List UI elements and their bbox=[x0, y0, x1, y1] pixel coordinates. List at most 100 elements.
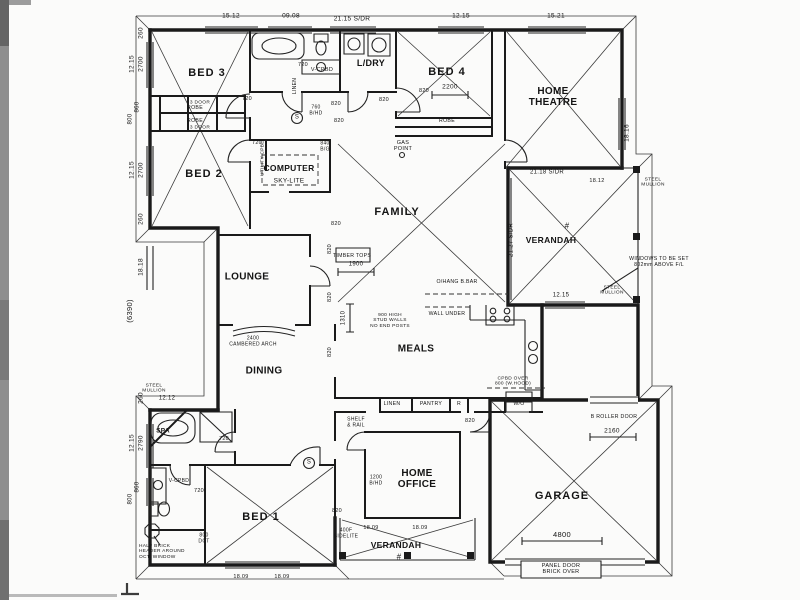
note-shelf-rail: SHELF & RAIL bbox=[347, 416, 365, 428]
dim-left-5: 800 bbox=[127, 113, 134, 125]
dim-720-utility: 720 bbox=[251, 139, 263, 146]
note-linen-mid: LINEN bbox=[383, 401, 401, 408]
room-meals-label: MEALS bbox=[397, 343, 435, 355]
room-home-theatre-label: HOME THEATRE bbox=[528, 85, 578, 108]
dim-bed4-2200: 2200 bbox=[442, 83, 458, 91]
note-bg: 840 B/G bbox=[320, 140, 330, 152]
dim-820-bed4: 820 bbox=[378, 96, 390, 103]
dim-820-hall-top: 820 bbox=[330, 100, 342, 107]
note-stud-walls: 900 HIGH STUD WALLS NO END POSTS bbox=[370, 312, 410, 329]
note-vcpbd-top: V-CPBD bbox=[310, 66, 334, 73]
note-mullion-left: STEEL MULLION bbox=[142, 383, 166, 394]
note-mullion-right-mid: STEEL MULLION bbox=[600, 285, 624, 296]
note-sidelite: 400F SIDELITE bbox=[333, 527, 359, 539]
dim-bottom-3: 18.09 bbox=[233, 573, 249, 580]
note-cpbd-over: CPBD OVER 800 (W.HOOD) bbox=[494, 376, 532, 387]
room-verandah-bottom-label: VERANDAH bbox=[370, 540, 422, 551]
sym-smoke-bottom: S bbox=[306, 459, 312, 466]
sym-hash-right: # bbox=[564, 221, 570, 231]
dim-right-2: 21.18 S/DR bbox=[529, 169, 565, 176]
dim-left-10: (6390) bbox=[124, 299, 134, 323]
note-robe-2: ROBE bbox=[187, 118, 203, 125]
dashed-overhead-lines bbox=[261, 154, 545, 389]
note-robe-bed4: ROBE bbox=[439, 118, 455, 125]
room-bed1-label: BED 1 bbox=[242, 510, 280, 523]
room-home-office-label: HOME OFFICE bbox=[397, 467, 437, 490]
dim-right-5: 12.15 bbox=[552, 292, 570, 299]
dim-820-bed4b: 820 bbox=[418, 87, 430, 94]
room-bed2-label: BED 2 bbox=[185, 167, 223, 180]
windows-and-glazing bbox=[146, 26, 645, 569]
dim-820-lounge-bot: 820 bbox=[326, 291, 333, 303]
note-gas-point: GAS POINT bbox=[393, 139, 413, 152]
door-swing-arcs bbox=[169, 87, 528, 486]
dim-right-4: 21.27 S/DR bbox=[508, 222, 515, 258]
dim-bottom-2: 18.09 bbox=[412, 524, 428, 531]
dim-top-1: 15.12 bbox=[222, 12, 240, 20]
dim-bottom-4: 18.09 bbox=[274, 573, 290, 580]
dim-820-office2: 820 bbox=[331, 507, 343, 514]
dim-820-dining: 820 bbox=[326, 346, 333, 358]
note-bhd-top: 760 B/HD bbox=[309, 104, 323, 116]
dim-spa-window: 12.12 bbox=[158, 395, 176, 402]
dim-left-1: 260 bbox=[137, 27, 145, 39]
dim-820-computer: 820 bbox=[333, 117, 345, 124]
interior-walls bbox=[148, 29, 543, 566]
scan-artifacts bbox=[0, 0, 139, 600]
room-garage-label: GARAGE bbox=[534, 489, 590, 502]
note-sky-lite-label: SKY-LITE bbox=[273, 177, 305, 185]
note-pantry: PANTRY bbox=[419, 401, 443, 408]
room-bed4-label: BED 4 bbox=[428, 65, 466, 78]
sym-hash-bottom: # bbox=[396, 552, 402, 562]
dim-garage-width: 4800 bbox=[553, 529, 571, 539]
dim-left-2: 2700 bbox=[137, 56, 145, 72]
dim-bottom-1: 18.09 bbox=[363, 524, 379, 531]
dim-820-office: 820 bbox=[464, 417, 476, 424]
note-robe-1: ROBE bbox=[187, 105, 203, 112]
room-dining-label: DINING bbox=[245, 365, 283, 377]
room-ldry-label: L/DRY bbox=[356, 57, 386, 68]
note-duct: 800 DCT bbox=[198, 532, 210, 544]
dim-820-family: 820 bbox=[330, 220, 342, 227]
exterior-walls bbox=[148, 28, 660, 567]
dim-right-3: 18.12 bbox=[589, 177, 605, 184]
note-fridge-r: R bbox=[456, 401, 462, 408]
note-vcpbd-ens: V-CPBD bbox=[168, 478, 190, 485]
dim-720-spa: 720 bbox=[218, 435, 230, 442]
note-utility-cpbd: UTILITY CPBD bbox=[260, 139, 266, 177]
note-ohang: O/HANG B.BAR bbox=[436, 279, 478, 286]
dim-820-lounge-top: 820 bbox=[326, 243, 333, 255]
note-half-brick: HALF BRICK HEADER AROUND OCT. WINDOW bbox=[139, 543, 185, 560]
dim-left-6: 2700 bbox=[137, 162, 145, 178]
dim-720-bed3: 720 bbox=[241, 95, 253, 102]
note-mullion-right-top: STEEL MULLION bbox=[641, 177, 665, 188]
note-3door-2: 3 DOOR bbox=[189, 125, 211, 131]
room-computer-label: COMPUTER bbox=[263, 163, 315, 174]
dim-left-12: 2790 bbox=[137, 435, 145, 451]
note-wall-under: WALL UNDER bbox=[428, 311, 466, 318]
dim-top-3: 21.15 S/DR bbox=[333, 15, 371, 23]
roller-door-opening bbox=[588, 396, 638, 405]
eaves-and-roof-lines bbox=[135, 15, 673, 580]
dim-1900: 1900 bbox=[348, 261, 364, 268]
dim-top-4: 12.15 bbox=[452, 12, 470, 20]
dim-left-14: 860 bbox=[134, 481, 141, 493]
dim-left-3: 12.15 bbox=[128, 55, 136, 73]
sym-smoke-top: S bbox=[294, 114, 300, 121]
dim-left-15: 800 bbox=[127, 493, 134, 505]
dim-top-2: 09.08 bbox=[282, 12, 300, 20]
room-family-label: FAMILY bbox=[374, 205, 420, 218]
dim-left-13: 12.15 bbox=[128, 434, 136, 452]
room-spa-label: SPA bbox=[156, 427, 170, 435]
note-roller-door: B ROLLER DOOR bbox=[590, 414, 638, 421]
room-verandah-right-label: VERANDAH bbox=[525, 235, 577, 246]
note-bhd-office: 1200 B/HD bbox=[369, 474, 383, 486]
note-3door-1: 3 DOOR bbox=[189, 100, 211, 106]
note-wall-oven: W/O bbox=[513, 401, 525, 408]
dim-left-9: 18.18 bbox=[137, 258, 145, 276]
dim-720-bath: 720 bbox=[297, 61, 309, 68]
room-lounge-label: LOUNGE bbox=[224, 271, 270, 283]
dim-left-4: 860 bbox=[134, 101, 141, 113]
